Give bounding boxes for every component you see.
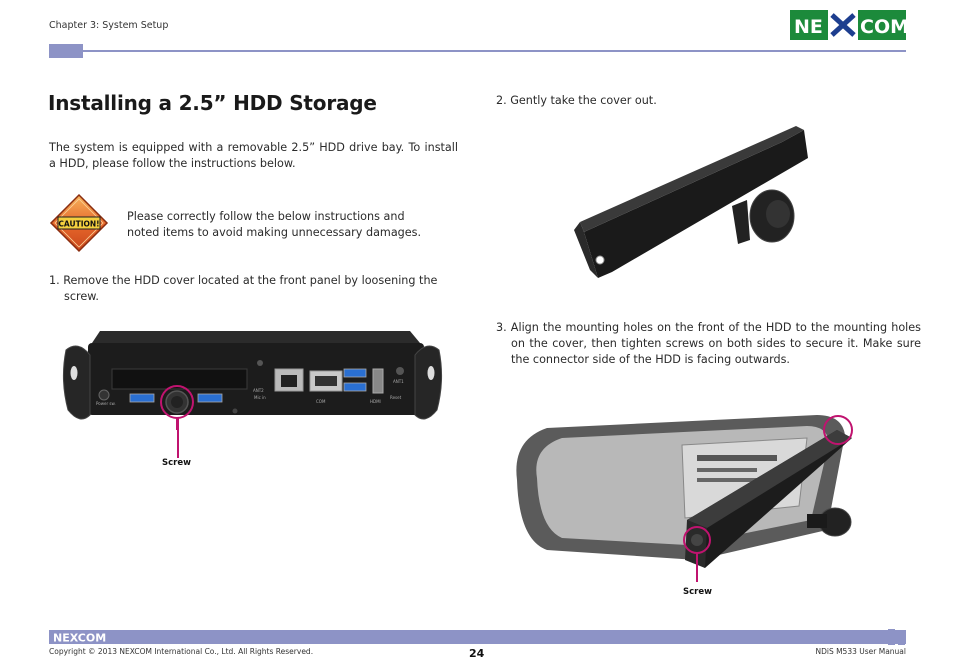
copyright: Copyright © 2013 NEXCOM International Co… bbox=[49, 647, 314, 656]
footer-squares-icon bbox=[888, 629, 905, 645]
screw-caption-front: Screw bbox=[162, 458, 191, 468]
header-block bbox=[49, 44, 83, 58]
screw-pointer-line bbox=[177, 418, 179, 458]
svg-text:COM: COM bbox=[860, 16, 906, 38]
step-3: 3. Align the mounting holes on the front… bbox=[496, 321, 921, 366]
step-2: 2. Gently take the cover out. bbox=[496, 94, 657, 107]
reset-label: Reset bbox=[390, 395, 402, 400]
screw-caption-hdd: Screw bbox=[683, 587, 712, 597]
page-number: 24 bbox=[469, 647, 485, 660]
footer-bar bbox=[49, 630, 906, 644]
front-panel-image: Power sw. ANT2 Mic in COM HDMI ANT1 Rese… bbox=[62, 331, 443, 430]
hdd-cover-image bbox=[574, 126, 808, 278]
step-1: 1. Remove the HDD cover located at the f… bbox=[49, 274, 438, 303]
page-title: Installing a 2.5” HDD Storage bbox=[48, 91, 377, 115]
caution-icon: CAUTION! bbox=[49, 193, 109, 253]
footer-nexcom-logo: NEXCOM bbox=[53, 632, 106, 644]
intro-paragraph: The system is equipped with a removable … bbox=[49, 141, 458, 170]
com-label: COM bbox=[316, 399, 326, 404]
hdd-assembly-image bbox=[516, 415, 853, 582]
hdmi-label: HDMI bbox=[370, 399, 381, 404]
ant1-label: ANT1 bbox=[393, 379, 404, 384]
caution-text: Please correctly follow the below instru… bbox=[127, 210, 422, 239]
caution-icon-label: CAUTION! bbox=[58, 220, 99, 229]
nexcom-logo: NE COM bbox=[790, 10, 906, 40]
manual-name: NDiS M533 User Manual bbox=[815, 647, 906, 656]
footer-logo-text: NEXCOM bbox=[53, 632, 106, 644]
mic-label: Mic in bbox=[254, 395, 266, 400]
svg-text:NE: NE bbox=[794, 16, 823, 38]
power-label: Power sw. bbox=[96, 401, 116, 406]
chapter-label: Chapter 3: System Setup bbox=[49, 20, 169, 31]
header-rule bbox=[49, 50, 906, 52]
ant2-label: ANT2 bbox=[253, 388, 264, 393]
